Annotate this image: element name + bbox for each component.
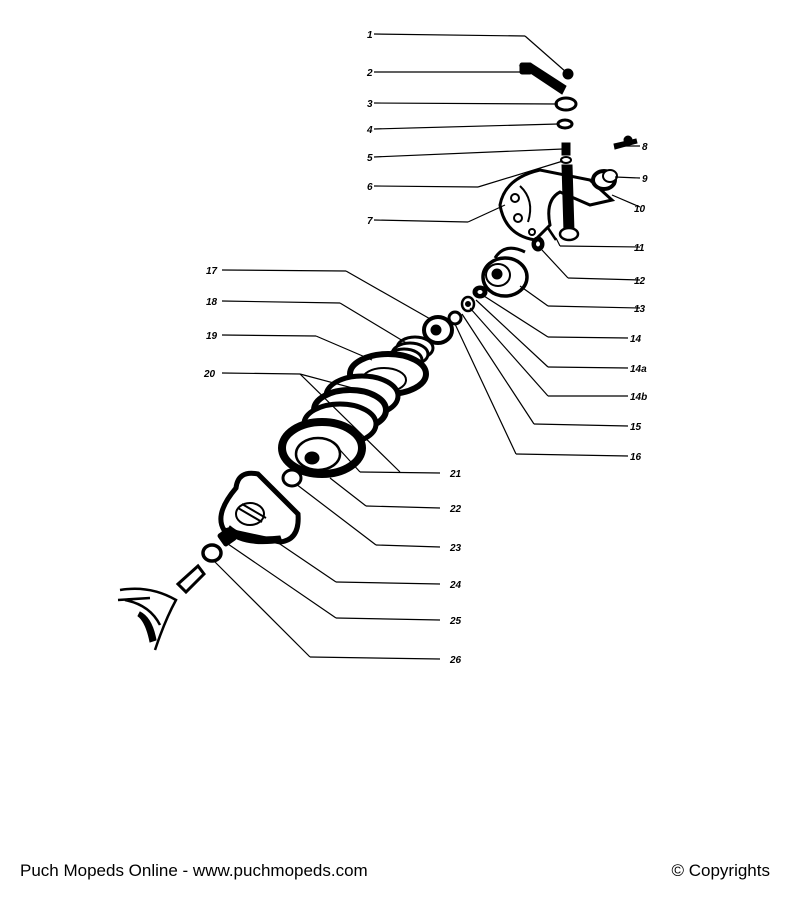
top-linkage-parts (498, 62, 638, 242)
callout-7: 7 (367, 216, 373, 227)
callout-14: 14 (630, 334, 642, 345)
callout-6: 6 (367, 182, 373, 193)
callout-15: 15 (630, 422, 642, 433)
callout-3: 3 (367, 99, 373, 110)
callout-1: 1 (367, 30, 373, 41)
callout-18: 18 (206, 297, 218, 308)
callout-26: 26 (449, 655, 462, 666)
callout-2: 2 (366, 68, 373, 79)
callout-9: 9 (642, 174, 648, 185)
callout-25: 25 (449, 616, 462, 627)
callout-11: 11 (634, 243, 645, 254)
callout-5: 5 (367, 153, 373, 164)
callout-23: 23 (449, 543, 462, 554)
callout-leaders (213, 33, 641, 660)
callout-12: 12 (634, 276, 646, 287)
callout-16: 16 (630, 452, 642, 463)
callout-20: 20 (203, 369, 216, 380)
callout-8: 8 (642, 142, 648, 153)
clutch-assembly-parts (117, 236, 545, 651)
footer-site-credit: Puch Mopeds Online - www.puchmopeds.com (20, 861, 368, 880)
callout-21: 21 (449, 469, 462, 480)
callout-19: 19 (206, 331, 218, 342)
callout-labels: 1 2 3 4 5 6 7 8 9 10 11 12 13 14 14a 14b… (203, 30, 648, 666)
callout-4: 4 (366, 125, 373, 136)
footer-copyright: © Copyrights (671, 861, 770, 880)
callout-14a: 14a (630, 364, 647, 375)
callout-14b: 14b (630, 392, 647, 403)
callout-17: 17 (206, 266, 218, 277)
callout-24: 24 (449, 580, 462, 591)
callout-22: 22 (449, 504, 462, 515)
callout-10: 10 (634, 204, 646, 215)
callout-13: 13 (634, 304, 646, 315)
